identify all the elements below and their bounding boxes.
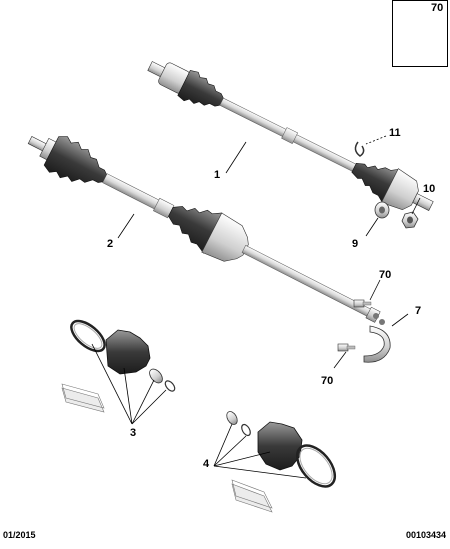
bolt-70-upper[interactable]: [353, 299, 372, 308]
callout-7: 7: [415, 305, 422, 317]
callout-1: 1: [214, 169, 221, 181]
driveshaft-1[interactable]: [142, 49, 440, 223]
callout-10: 10: [423, 183, 436, 195]
hub-nut-9[interactable]: [374, 201, 390, 219]
callout-70-top: 70: [379, 269, 392, 281]
bolt-70-lower[interactable]: [337, 343, 356, 352]
footer-reference: 00103434: [405, 530, 446, 540]
inset-box: [392, 0, 448, 67]
callout-9: 9: [352, 238, 359, 250]
hub-nut-10[interactable]: [401, 211, 419, 229]
callout-70-inset: 70: [431, 2, 444, 14]
callout-2: 2: [107, 238, 114, 250]
footer-date: 01/2015: [3, 530, 36, 540]
callout-70-bottom: 70: [321, 375, 334, 387]
bearing-bracket-7[interactable]: [363, 313, 391, 363]
circlip-11[interactable]: [354, 141, 365, 157]
callout-4: 4: [203, 458, 210, 470]
callout-3: 3: [130, 427, 137, 439]
callout-11: 11: [389, 127, 401, 139]
driveshaft-2[interactable]: [20, 120, 387, 336]
boot-kit-3[interactable]: [61, 315, 177, 413]
boot-kit-4[interactable]: [225, 410, 343, 513]
leader-lines: [91, 135, 421, 479]
